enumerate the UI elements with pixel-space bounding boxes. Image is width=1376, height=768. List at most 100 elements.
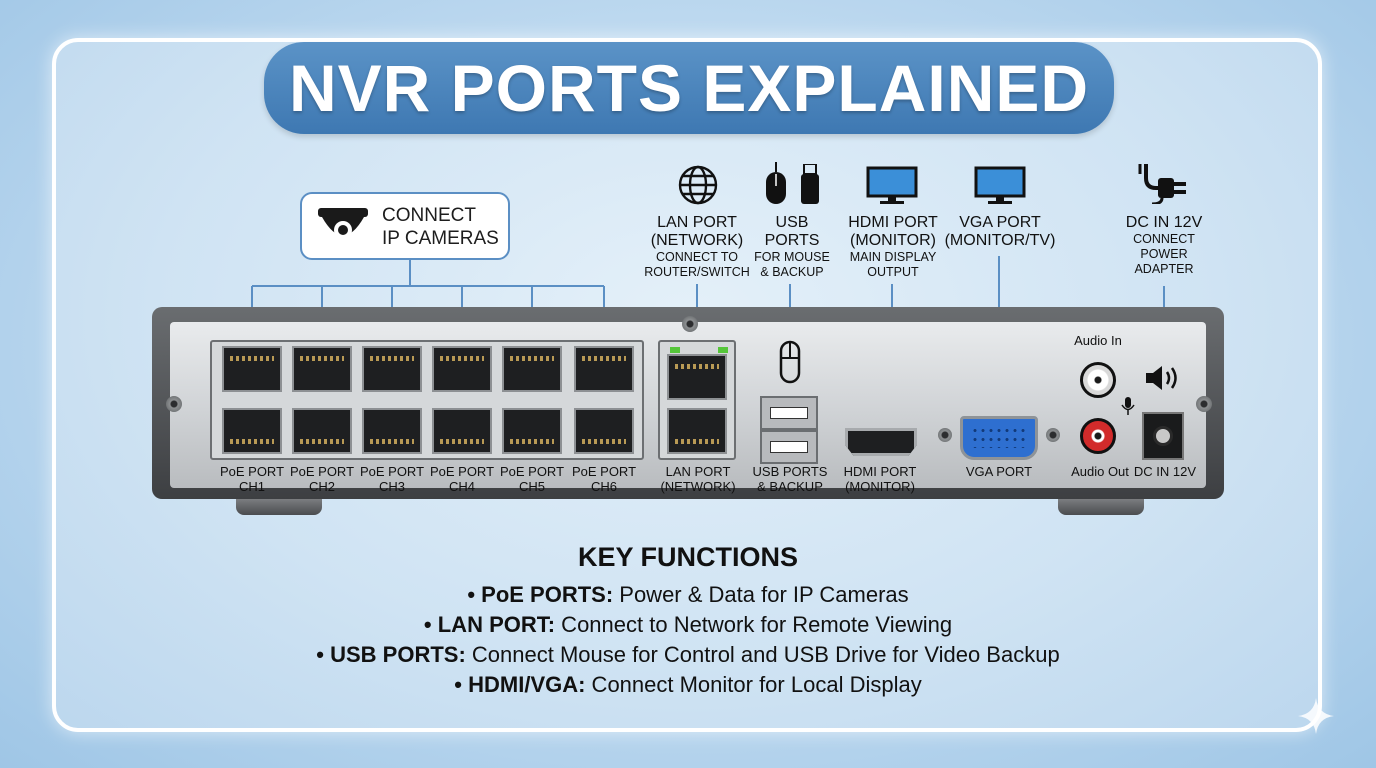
audio-out-label: Audio Out: [1071, 464, 1129, 479]
audio-in-port[interactable]: [1080, 362, 1116, 398]
poe-label-line: PoE PORT: [499, 464, 565, 479]
screw-icon: [1196, 396, 1212, 412]
poe-label-line: PoE PORT: [289, 464, 355, 479]
poe-label-line: CH5: [518, 479, 545, 494]
poe-label-line: PoE PORT: [359, 464, 425, 479]
lan-panel-label: LAN PORT(NETWORK): [652, 464, 744, 494]
poe-label-line: CH4: [448, 479, 475, 494]
usb-top-label: USB PORTS FOR MOUSE & BACKUP: [744, 214, 840, 280]
lan-panel-line-2: (NETWORK): [660, 479, 736, 494]
dc-in-jack[interactable]: [1142, 412, 1184, 460]
hdmi-panel-line-1: HDMI PORT: [843, 464, 917, 479]
mouse-icon: [779, 340, 801, 384]
key-function-line-1: • PoE PORTS: Power & Data for IP Cameras: [0, 580, 1376, 610]
key-function-text: Power & Data for IP Cameras: [613, 582, 909, 607]
vga-top-main-2: (MONITOR/TV): [944, 232, 1056, 249]
key-function-text: Connect Mouse for Control and USB Drive …: [465, 642, 1060, 667]
usb-port-bottom[interactable]: [760, 430, 818, 464]
monitor-icon: [974, 166, 1026, 204]
microphone-icon: [1121, 397, 1135, 415]
hdmi-top-sub-2: OUTPUT: [867, 265, 919, 279]
lan-top-main-2: (NETWORK): [650, 232, 744, 249]
connect-ip-cameras-callout: CONNECT IP CAMERAS: [300, 192, 510, 260]
title-banner: NVR PORTS EXPLAINED: [264, 42, 1114, 134]
hdmi-top-label: HDMI PORT (MONITOR) MAIN DISPLAY OUTPUT: [840, 214, 946, 280]
key-function-text: Connect to Network for Remote Viewing: [555, 612, 953, 637]
usb-port-top[interactable]: [760, 396, 818, 430]
poe-port-ch5-top[interactable]: [502, 346, 562, 392]
usb-stick-icon: [801, 164, 819, 204]
vga-port[interactable]: [960, 416, 1038, 460]
poe-port-block: [210, 340, 644, 460]
key-function-text: Connect Monitor for Local Display: [585, 672, 922, 697]
key-function-line-2: • LAN PORT: Connect to Network for Remot…: [0, 610, 1376, 640]
usb-panel-line-1: USB PORTS: [752, 464, 828, 479]
globe-icon: [678, 165, 718, 205]
poe-port-ch2-bottom[interactable]: [292, 408, 352, 454]
poe-port-ch1-top[interactable]: [222, 346, 282, 392]
monitor-icon: [866, 166, 918, 204]
lan-top-label: LAN PORT (NETWORK) CONNECT TO ROUTER/SWI…: [636, 214, 758, 280]
hdmi-top-main-2: (MONITOR): [850, 232, 936, 249]
poe-label-line: CH6: [590, 479, 617, 494]
usb-panel-label: USB PORTS& BACKUP: [744, 464, 836, 494]
hdmi-top-main-1: HDMI PORT: [848, 214, 938, 231]
usb-top-sub-2: & BACKUP: [760, 265, 824, 279]
poe-label-line: CH1: [238, 479, 265, 494]
audio-out-port[interactable]: [1080, 418, 1116, 454]
key-function-term: • HDMI/VGA:: [454, 672, 586, 697]
callout-line-1: CONNECT: [382, 205, 476, 226]
power-plug-icon: [1138, 164, 1186, 204]
poe-port-ch3-bottom[interactable]: [362, 408, 422, 454]
hdmi-panel-label: HDMI PORT(MONITOR): [834, 464, 926, 494]
usb-top-sub-1: FOR MOUSE: [754, 250, 830, 264]
dc-top-label: DC IN 12V CONNECT POWER ADAPTER: [1112, 214, 1216, 277]
lan-top-sub-1: CONNECT TO: [656, 250, 738, 264]
poe-port-ch2-top[interactable]: [292, 346, 352, 392]
key-function-line-4: • HDMI/VGA: Connect Monitor for Local Di…: [0, 670, 1376, 700]
poe-port-ch4-bottom[interactable]: [432, 408, 492, 454]
lan-port-bottom[interactable]: [667, 408, 727, 454]
lan-top-sub-2: ROUTER/SWITCH: [644, 265, 750, 279]
poe-label-line: CH3: [378, 479, 405, 494]
lan-port-top[interactable]: [667, 354, 727, 400]
nvr-foot-right: [1058, 499, 1144, 515]
poe-port-ch4-top[interactable]: [432, 346, 492, 392]
poe-label-line: PoE PORT: [219, 464, 285, 479]
lan-led: [670, 347, 680, 353]
poe-port-ch6-top[interactable]: [574, 346, 634, 392]
usb-panel-line-2: & BACKUP: [757, 479, 823, 494]
screw-icon: [166, 396, 182, 412]
poe-port-ch3-top[interactable]: [362, 346, 422, 392]
dc-in-label: DC IN 12V: [1133, 464, 1197, 479]
key-function-line-3: • USB PORTS: Connect Mouse for Control a…: [0, 640, 1376, 670]
vga-panel-label: VGA PORT: [965, 464, 1033, 479]
hdmi-panel-line-2: (MONITOR): [845, 479, 915, 494]
dc-top-sub-2: POWER: [1140, 247, 1188, 261]
screw-icon: [682, 316, 698, 332]
poe-port-ch6-bottom[interactable]: [574, 408, 634, 454]
lan-led: [718, 347, 728, 353]
key-functions-heading: KEY FUNCTIONS: [577, 542, 799, 572]
poe-label-line: PoE PORT: [571, 464, 637, 479]
dc-top-sub-3: ADAPTER: [1134, 262, 1194, 276]
poe-label-line: CH2: [308, 479, 335, 494]
dc-top-sub-1: CONNECT: [1133, 232, 1195, 246]
audio-in-label: Audio In: [1074, 333, 1122, 348]
key-function-term: • LAN PORT:: [423, 612, 556, 637]
screw-icon: [938, 428, 952, 442]
key-function-term: • PoE PORTS:: [467, 582, 614, 607]
speaker-icon: [1146, 366, 1177, 390]
poe-port-ch1-bottom[interactable]: [222, 408, 282, 454]
callout-text: CONNECT IP CAMERAS: [382, 204, 499, 250]
callout-line-2: IP CAMERAS: [382, 228, 499, 249]
hdmi-port[interactable]: [845, 428, 917, 456]
nvr-foot-left: [236, 499, 322, 515]
vga-top-label: VGA PORT (MONITOR/TV): [940, 214, 1060, 250]
poe-port-ch5-bottom[interactable]: [502, 408, 562, 454]
